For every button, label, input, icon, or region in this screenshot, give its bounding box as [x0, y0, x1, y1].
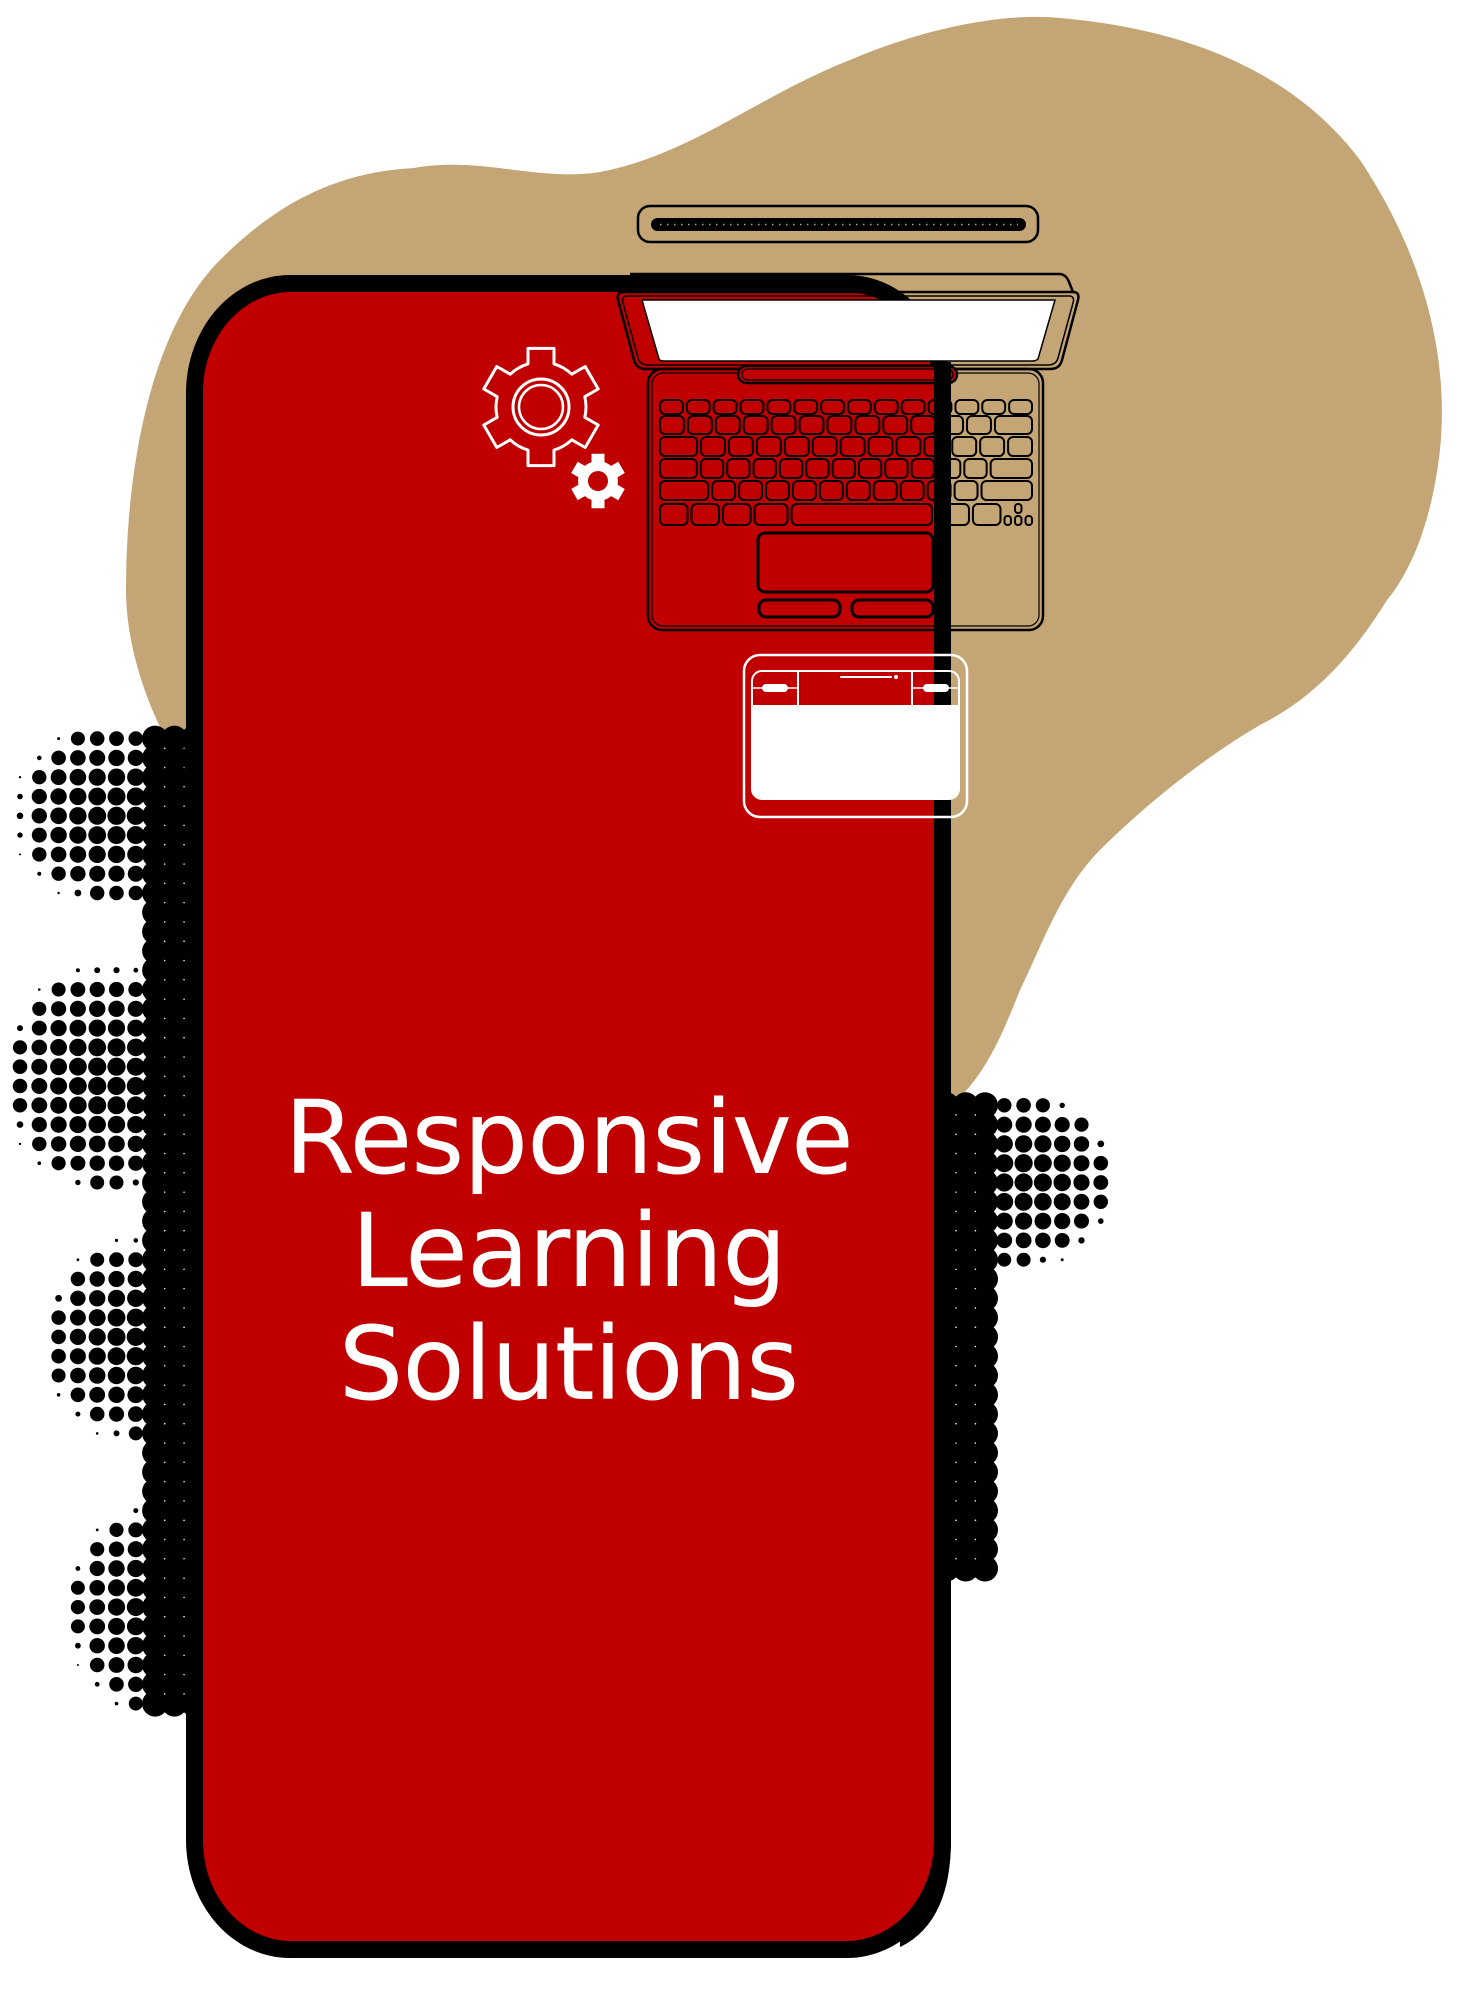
- headline: Responsive Learning Solutions: [203, 1082, 934, 1421]
- gear-outline-icon: [482, 346, 600, 468]
- laptop-screen: [641, 299, 1056, 362]
- headline-line-2: Learning: [351, 1192, 787, 1311]
- browser-window-icon: [742, 653, 969, 819]
- headline-line-3: Solutions: [338, 1305, 800, 1424]
- headline-line-1: Responsive: [284, 1079, 854, 1198]
- laptop-vent-slot: [651, 218, 1026, 231]
- laptop-stand-bar: [636, 204, 1040, 244]
- gear-solid-icon: [571, 453, 625, 509]
- laptop-illustration: [616, 204, 1080, 632]
- laptop-trackpad: [756, 531, 935, 594]
